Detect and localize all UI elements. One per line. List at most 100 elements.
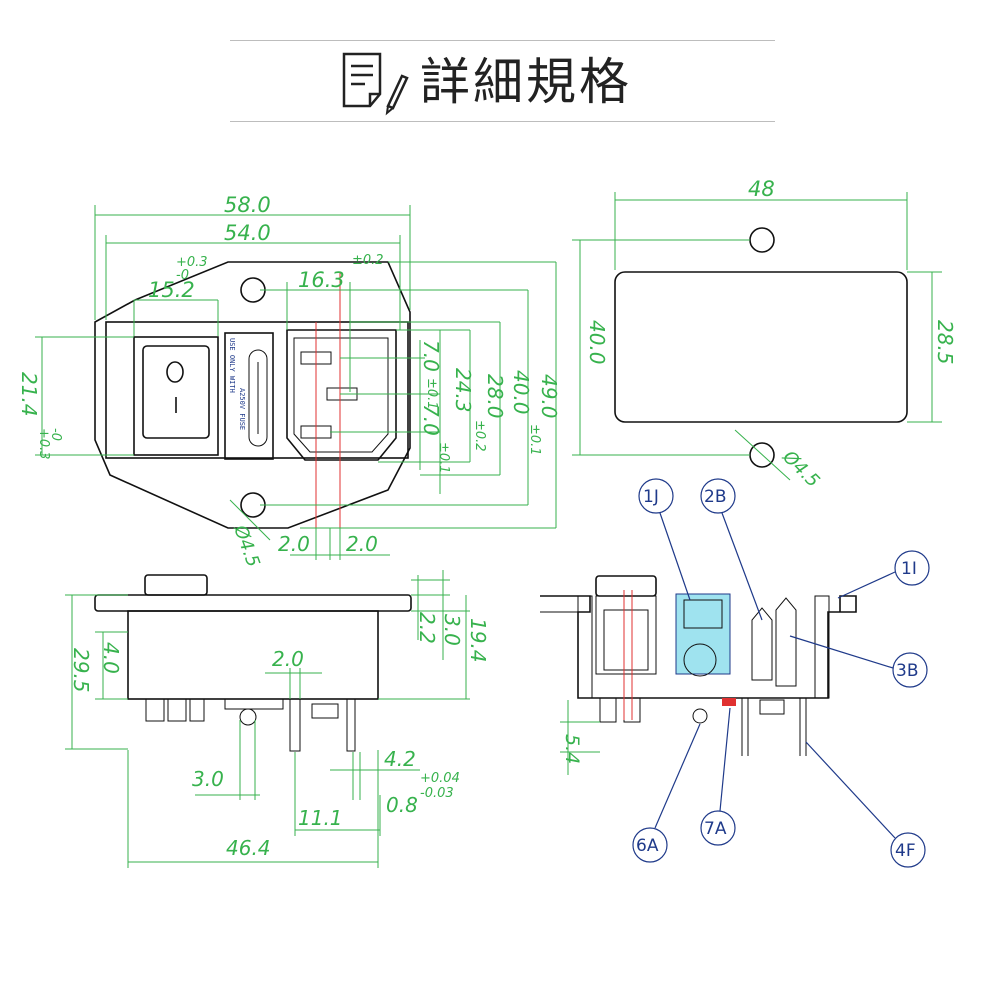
iec-socket-inner: [293, 337, 389, 453]
dim-switch-width: 15.2: [148, 278, 195, 302]
side-pin: [289, 698, 301, 752]
callout-6a: [632, 827, 668, 863]
dim-height-overall: 49.0: [537, 374, 561, 419]
dim-socket-offset: 16.3: [298, 268, 345, 292]
dim-pin-pos: 11.1: [298, 806, 343, 830]
section-wall-right: [814, 595, 830, 699]
dim-pin-w-left: 2.0: [278, 532, 310, 556]
section-wall-left: [577, 595, 593, 699]
dim-switch-height: 21.4: [17, 372, 41, 417]
fuse-clip-spring: [683, 643, 717, 677]
front-body: [105, 321, 409, 459]
section-fuse-holder-inner: [683, 599, 723, 629]
side-view: 29.5 4.0 2.2 3.0 19.4 2.0 3.0 4.2 0.8 +0…: [65, 570, 490, 868]
section-fuse-holder-highlight: [675, 593, 731, 675]
section-pin-blade: [775, 597, 797, 687]
dim-switch-tol-minus: -0: [176, 268, 189, 283]
callout-2b: [700, 478, 736, 514]
dim-hole-spacing: 40.0: [509, 370, 533, 415]
dim-width-overall: 58.0: [224, 193, 271, 217]
fuse-label-2: A250V FUSE: [238, 388, 246, 430]
terminal-ring: [239, 708, 257, 726]
cutout-hole-top: [749, 227, 775, 253]
side-body: [127, 610, 379, 700]
dim-hole-spacing-tol: ±0.1: [527, 424, 542, 456]
switch-o-symbol: [166, 361, 184, 383]
side-terminal: [189, 698, 205, 722]
cutout-hole-dia: Ø4.5: [778, 446, 824, 492]
dim-switch-tol-plus: +0.3: [176, 255, 208, 270]
dim-left-height: 29.5: [69, 648, 93, 693]
cutout-hole-spacing: 40.0: [585, 320, 609, 365]
side-terminal: [311, 703, 339, 719]
dim-flange: 2.2: [415, 612, 439, 644]
dim-pin-len: 4.2: [384, 747, 416, 771]
fuse-holder: [224, 332, 274, 460]
side-pin: [346, 698, 356, 752]
section-switch-body: [595, 595, 657, 675]
section-terminal: [599, 697, 617, 723]
dim-pin-spacing-2: 7.0: [419, 404, 443, 436]
cutout-width: 48: [748, 177, 775, 201]
rocker-switch: [133, 336, 219, 456]
dim-width-body: 54.0: [224, 221, 271, 245]
dim-pin-spacing-2-tol: ±0.1: [436, 442, 451, 474]
callout-1j: [638, 478, 674, 514]
fuse-clip: [224, 698, 284, 710]
dim-flange-top: 3.0: [440, 614, 464, 646]
side-terminal: [167, 698, 187, 722]
dim-pin-w-right: 2.0: [346, 532, 378, 556]
side-terminal: [145, 698, 165, 722]
fuse-label-1: USE ONLY WITH: [228, 338, 236, 393]
section-view: 1J 2B 1I 3B 6A 7A 4F 5.4: [540, 478, 930, 868]
dim-height-28: 28.0: [483, 374, 507, 419]
cutout-view: 48 40.0 28.5 Ø4.5: [572, 177, 957, 492]
section-red-contact: [722, 698, 736, 706]
dim-pin-thickness: 0.8: [386, 793, 418, 817]
dim-pin-w: 2.0: [272, 647, 304, 671]
dim-body-width: 46.4: [226, 836, 271, 860]
section-switch-top: [595, 575, 657, 597]
section-pin-blade: [751, 607, 773, 681]
callout-label-6a: 6A: [636, 836, 659, 856]
dim-total-height: 19.4: [466, 618, 490, 663]
dim-pin-offset: 3.0: [192, 767, 224, 791]
callout-label-4f: 4F: [895, 841, 916, 861]
header-rule-bottom: [230, 121, 775, 122]
side-flange: [94, 594, 412, 612]
callout-label-2b: 2B: [704, 487, 726, 507]
callout-1i: [894, 550, 930, 586]
dim-pin-spacing-1: 7.0: [419, 340, 443, 372]
iec-socket: [286, 329, 397, 461]
fuse-icon: [248, 349, 268, 447]
dim-pin-thickness-tol-plus: +0.04: [420, 771, 460, 786]
callout-3b: [892, 652, 928, 688]
rocker-switch-button: [142, 345, 210, 439]
front-flange-outline: [94, 261, 411, 529]
dim-switch-height-tol-minus: -0: [48, 428, 63, 441]
dim-left-small: 4.0: [99, 642, 123, 674]
cutout-height: 28.5: [933, 320, 957, 365]
dim-switch-height-tol-plus: +0.3: [36, 428, 51, 460]
callout-label-3b: 3B: [896, 661, 918, 681]
section-terminal: [759, 699, 785, 715]
section-outline: [540, 595, 857, 699]
header-rule-top: [230, 40, 775, 41]
callout-4f: [890, 832, 926, 868]
panel-cutout: [614, 271, 908, 423]
dim-pin-spacing-1-tol: ±0.1: [424, 378, 439, 410]
front-view: USE ONLY WITH A250V FUSE: [17, 193, 561, 570]
section-switch-inner: [603, 609, 649, 671]
document-pencil-icon: [342, 52, 409, 116]
dim-section-depth: 5.4: [561, 734, 583, 764]
callout-7a: [700, 810, 736, 846]
callout-label-1i: 1I: [901, 559, 917, 579]
callout-label-7a: 7A: [704, 819, 727, 839]
switch-top: [144, 574, 208, 596]
section-ring: [692, 708, 708, 724]
dim-socket-height: 24.3: [451, 368, 475, 413]
page-title: 詳細規格: [420, 53, 632, 111]
dim-socket-offset-tol: ±0.2: [352, 253, 384, 268]
dim-socket-height-tol: ±0.2: [472, 420, 487, 452]
